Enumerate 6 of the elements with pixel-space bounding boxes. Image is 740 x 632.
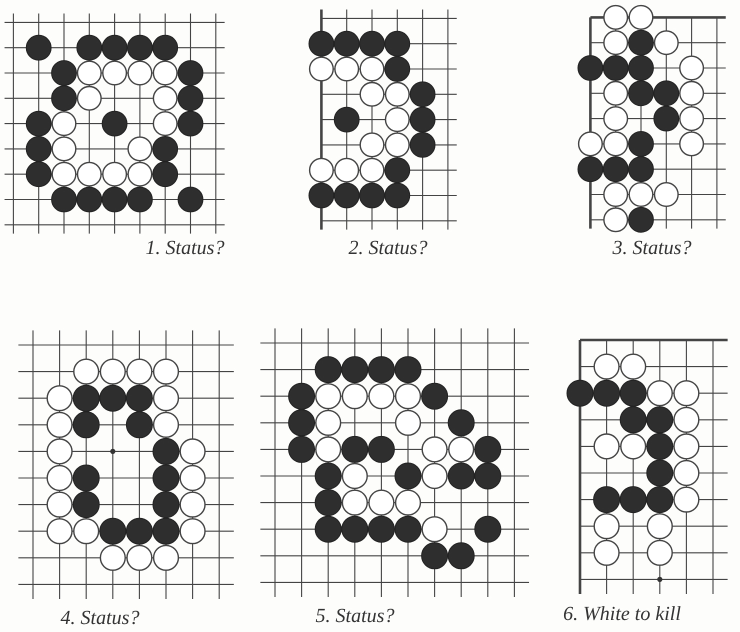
- diagram-caption: 4. Status?: [60, 607, 140, 630]
- diagram-caption: 1. Status?: [146, 237, 224, 260]
- diagram-caption: 5. Status?: [316, 605, 394, 628]
- diagram-caption: 6. White to kill: [563, 603, 681, 626]
- diagram-caption: 3. Status?: [612, 237, 692, 260]
- diagram-caption: 2. Status?: [348, 237, 428, 260]
